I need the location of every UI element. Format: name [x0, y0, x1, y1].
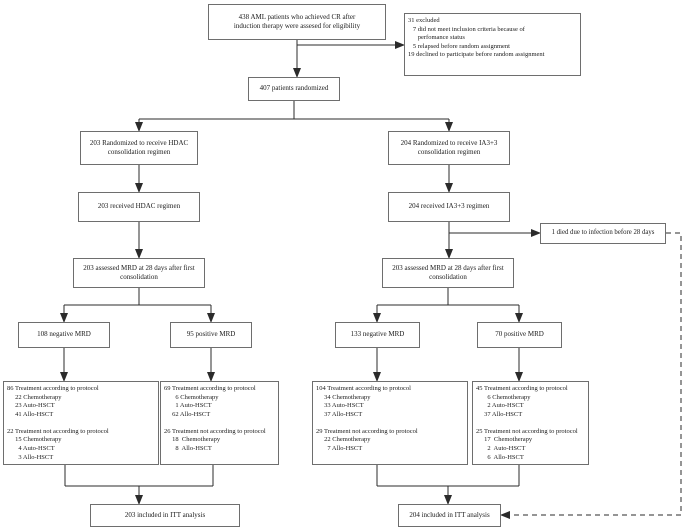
box-excluded: 31 excluded 7 did not meet inclusion cri… — [404, 13, 581, 76]
box-itt-hdac: 203 included in ITT analysis — [90, 504, 240, 527]
box-treatment-pos-ia33: 45 Treatment according to protocol 6 Che… — [472, 381, 589, 465]
box-assessed-ia33: 203 assessed MRD at 28 days after first … — [382, 258, 514, 288]
box-died-infection: 1 died due to infection before 28 days — [540, 223, 666, 244]
box-assessed-hdac: 203 assessed MRD at 28 days after first … — [73, 258, 205, 288]
box-randomized: 407 patients randomized — [248, 77, 340, 101]
box-eligibility: 438 AML patients who achieved CR after i… — [208, 4, 386, 40]
box-arm-hdac: 203 Randomized to receive HDAC consolida… — [80, 131, 198, 165]
box-received-ia33: 204 received IA3+3 regimen — [388, 192, 510, 222]
box-treatment-neg-hdac: 86 Treatment according to protocol 22 Ch… — [3, 381, 159, 465]
box-arm-ia33: 204 Randomized to receive IA3+3 consolid… — [388, 131, 510, 165]
box-itt-ia33: 204 included in ITT analysis — [398, 504, 501, 527]
box-received-hdac: 203 received HDAC regimen — [78, 192, 200, 222]
box-mrd-negative-hdac: 108 negative MRD — [18, 322, 110, 348]
box-treatment-pos-hdac: 69 Treatment according to protocol 6 Che… — [160, 381, 279, 465]
box-treatment-neg-ia33: 104 Treatment according to protocol 34 C… — [312, 381, 468, 465]
box-mrd-positive-hdac: 95 positive MRD — [170, 322, 252, 348]
box-mrd-positive-ia33: 70 positive MRD — [477, 322, 562, 348]
box-mrd-negative-ia33: 133 negative MRD — [335, 322, 420, 348]
